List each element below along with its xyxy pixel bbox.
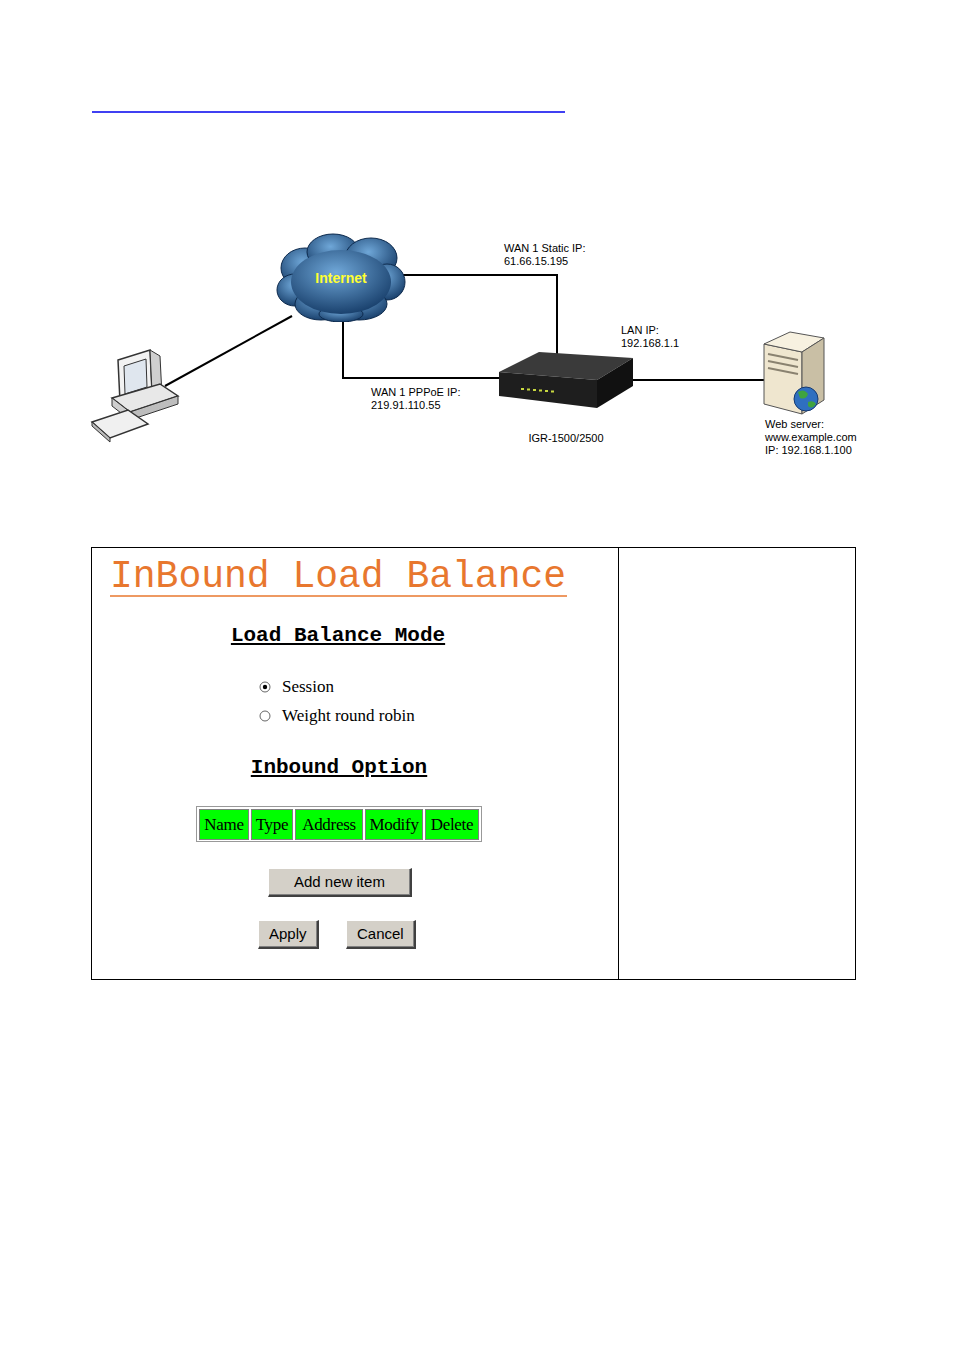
server-node: Web server: www.example.com IP: 192.168.… bbox=[762, 330, 866, 457]
connection-label: WAN 1 Static IP: 61.66.15.195 bbox=[503, 242, 599, 268]
table-header-cell: Name bbox=[199, 809, 249, 840]
radio-label: Session bbox=[282, 676, 334, 698]
button-label: Cancel bbox=[357, 925, 404, 942]
table-header-cell: Delete bbox=[425, 809, 479, 840]
connection-label: LAN IP: 192.168.1.1 bbox=[620, 324, 694, 350]
push-button: Cancel bbox=[346, 920, 416, 949]
connection-label: WAN 1 PPPoE IP: 219.91.110.55 bbox=[370, 386, 470, 412]
page-title: InBound Load Balance bbox=[110, 557, 566, 597]
network-link bbox=[633, 379, 766, 381]
computer-icon bbox=[92, 316, 292, 442]
globe bbox=[794, 387, 818, 411]
router-node: IGR-1500/2500 bbox=[497, 350, 635, 445]
router-led bbox=[533, 389, 536, 391]
router-led bbox=[545, 390, 548, 392]
button-label: Add new item bbox=[294, 873, 385, 890]
push-button: Apply bbox=[258, 920, 319, 949]
server-bay bbox=[768, 354, 798, 360]
cloud-node: Internet bbox=[275, 230, 407, 322]
server-icon bbox=[762, 330, 828, 416]
router-led bbox=[539, 390, 542, 392]
device-label: IGR-1500/2500 bbox=[497, 432, 635, 445]
router-side bbox=[597, 358, 633, 408]
server-bay bbox=[768, 368, 798, 374]
router-icon bbox=[497, 350, 635, 412]
link-underline bbox=[92, 111, 565, 113]
network-link bbox=[343, 318, 499, 378]
section-heading: Load Balance Mode bbox=[188, 624, 488, 648]
cloud-label: Internet bbox=[315, 270, 366, 286]
push-button: Add new item bbox=[268, 868, 412, 897]
router-led bbox=[551, 391, 554, 393]
network-link bbox=[403, 275, 557, 354]
table-header-cell: Modify bbox=[365, 809, 423, 840]
button-label: Apply bbox=[269, 925, 307, 942]
router-front bbox=[499, 372, 597, 408]
server-label: Web server: www.example.com IP: 192.168.… bbox=[765, 418, 865, 457]
table-header-cell: Address bbox=[295, 809, 363, 840]
radio-label: Weight round robin bbox=[282, 705, 415, 727]
table-header-cell: Type bbox=[251, 809, 293, 840]
router-led bbox=[527, 389, 530, 391]
panel-frame bbox=[92, 547, 856, 980]
server-bay bbox=[768, 361, 798, 367]
router-led bbox=[521, 388, 524, 390]
globe-land bbox=[798, 390, 816, 407]
cloud-core bbox=[291, 250, 391, 314]
section-heading: Inbound Option bbox=[189, 756, 489, 780]
